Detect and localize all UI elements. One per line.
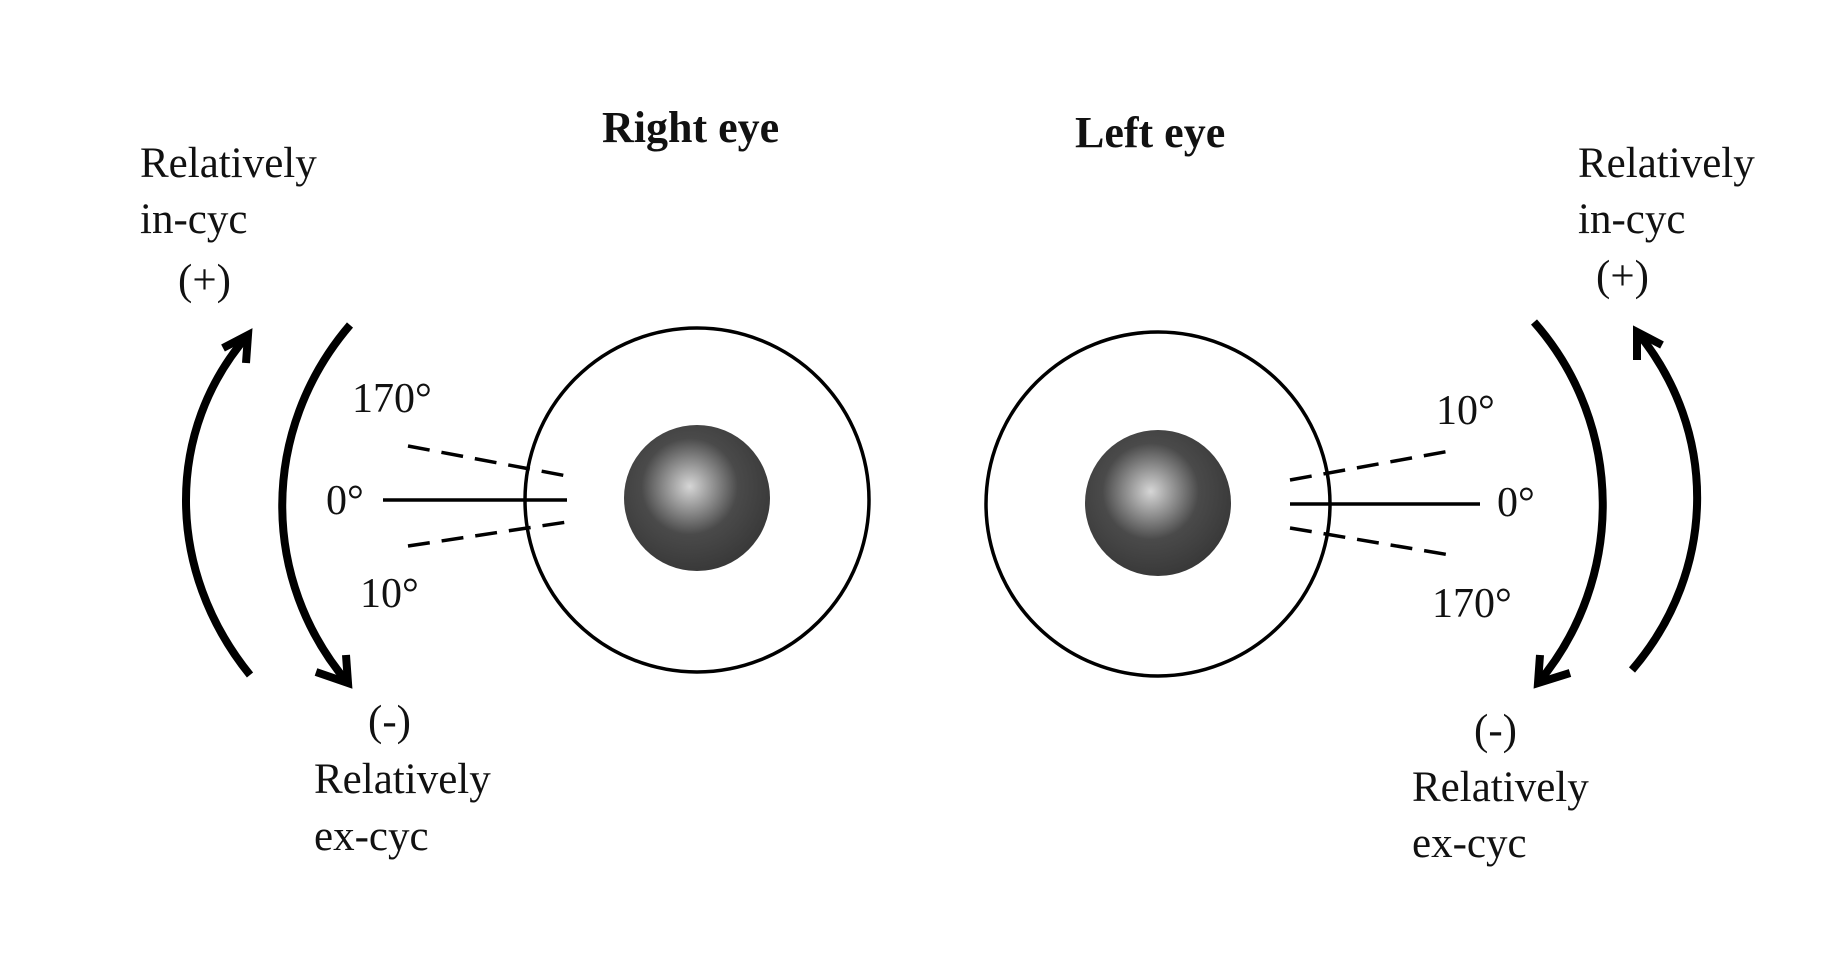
right-in-cyc-line2: in-cyc — [140, 196, 247, 243]
right-eye-meridians — [383, 444, 568, 548]
right-eye — [523, 326, 871, 674]
left-ex-cyc-line1: Relatively — [1412, 764, 1589, 811]
right-angle-lower-label: 10° — [360, 571, 419, 617]
left-in-cyc-line2: in-cyc — [1578, 196, 1685, 243]
left-lower-dashed-line — [1289, 526, 1451, 557]
right-ex-cyc-line2: ex-cyc — [314, 813, 429, 860]
left-eye — [984, 330, 1332, 678]
left-minus-sign: (-) — [1474, 707, 1517, 754]
left-upper-dashed-line — [1289, 449, 1451, 482]
right-inner-arrowhead-icon — [314, 654, 353, 689]
right-minus-sign: (-) — [368, 698, 411, 745]
right-pupil — [624, 425, 770, 571]
right-angle-middle-label: 0° — [326, 478, 364, 524]
left-rotation-arrows — [1531, 319, 1702, 689]
left-eye-meridians — [1289, 449, 1480, 557]
left-in-cyc-line1: Relatively — [1578, 140, 1755, 187]
right-in-cyc-line1: Relatively — [140, 140, 317, 187]
left-pupil — [1085, 430, 1231, 576]
left-eye-title: Left eye — [1075, 108, 1225, 157]
right-outer-arrowhead-icon — [221, 328, 253, 364]
left-inner-arc-arrow — [1531, 319, 1607, 686]
left-outer-arrowhead-icon — [1633, 325, 1664, 360]
right-inner-arc-arrow — [278, 322, 354, 686]
right-rotation-arrows — [182, 322, 354, 689]
right-ex-cyc-line1: Relatively — [314, 756, 491, 803]
right-eye-title: Right eye — [602, 103, 779, 152]
right-upper-dashed-line — [407, 444, 568, 478]
left-angle-lower-label: 170° — [1432, 581, 1512, 627]
left-angle-middle-label: 0° — [1497, 480, 1535, 526]
right-lower-dashed-line — [407, 520, 568, 548]
right-plus-sign: (+) — [178, 257, 231, 304]
right-angle-upper-label: 170° — [352, 376, 432, 422]
left-outer-arc-arrow — [1628, 329, 1702, 673]
right-outer-arc-arrow — [182, 332, 254, 678]
left-ex-cyc-line2: ex-cyc — [1412, 820, 1527, 867]
left-angle-upper-label: 10° — [1436, 388, 1495, 434]
left-plus-sign: (+) — [1596, 253, 1649, 300]
left-inner-arrowhead-icon — [1533, 654, 1572, 689]
